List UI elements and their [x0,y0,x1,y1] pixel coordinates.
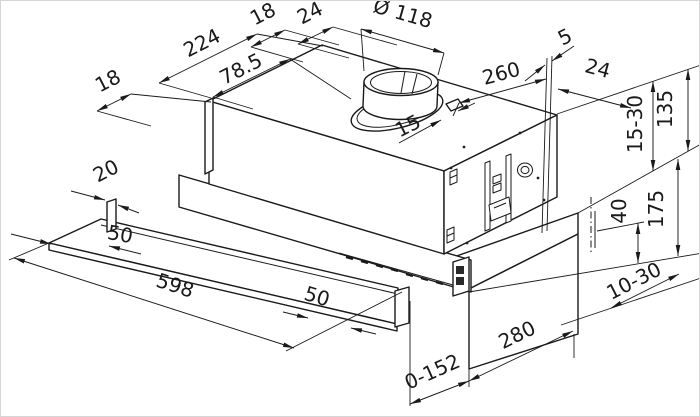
dim-label-24-right: 24 [582,53,613,83]
cassette-left-mount-tab [204,97,214,175]
dim-label-18-left: 18 [91,64,125,97]
dim-label-40: 40 [607,198,631,223]
reference-marks [590,197,596,255]
dim-label-10-30: 10-30 [602,257,665,305]
terminal-block [492,173,502,185]
terminal-block [492,182,502,194]
dim-label-260: 260 [480,57,523,90]
dimension-lines [8,26,699,406]
rail-dashes [345,255,444,286]
visor-left-bracket-tab [106,198,117,233]
visor-panel [48,198,410,332]
damper-flap-line [400,70,406,94]
visor-front-edge [48,242,398,332]
side-panel-details [446,131,546,245]
dim-label-24-top: 24 [293,1,327,29]
damper-flap-line [411,73,418,95]
mount-bracket-right [452,256,470,297]
visor-right-end-post [394,286,410,328]
dim-label-5: 5 [554,23,576,50]
blower-knockout-inner [520,165,530,175]
telescopic-rail-line [338,252,454,286]
dim-label-175: 175 [644,190,668,228]
panel-screws [449,131,546,245]
dim-label-224: 224 [179,23,224,62]
duct-cylinder-top [363,67,439,97]
dim-label-50-left: 50 [106,220,135,248]
dim-label-18-top: 18 [246,1,280,30]
dim-label-diameter: Ø 118 [371,1,436,33]
duct-collar [350,67,444,132]
dim-label-15-30: 15-30 [623,95,647,153]
dim-label-135: 135 [653,90,677,128]
visor-strip-line [100,224,399,295]
duct-opening-inner [370,71,432,94]
panel-slot-bar [484,160,491,232]
dim-label-20: 20 [89,154,123,187]
duct-side-tab [445,98,464,112]
hood-cassette [204,44,558,255]
